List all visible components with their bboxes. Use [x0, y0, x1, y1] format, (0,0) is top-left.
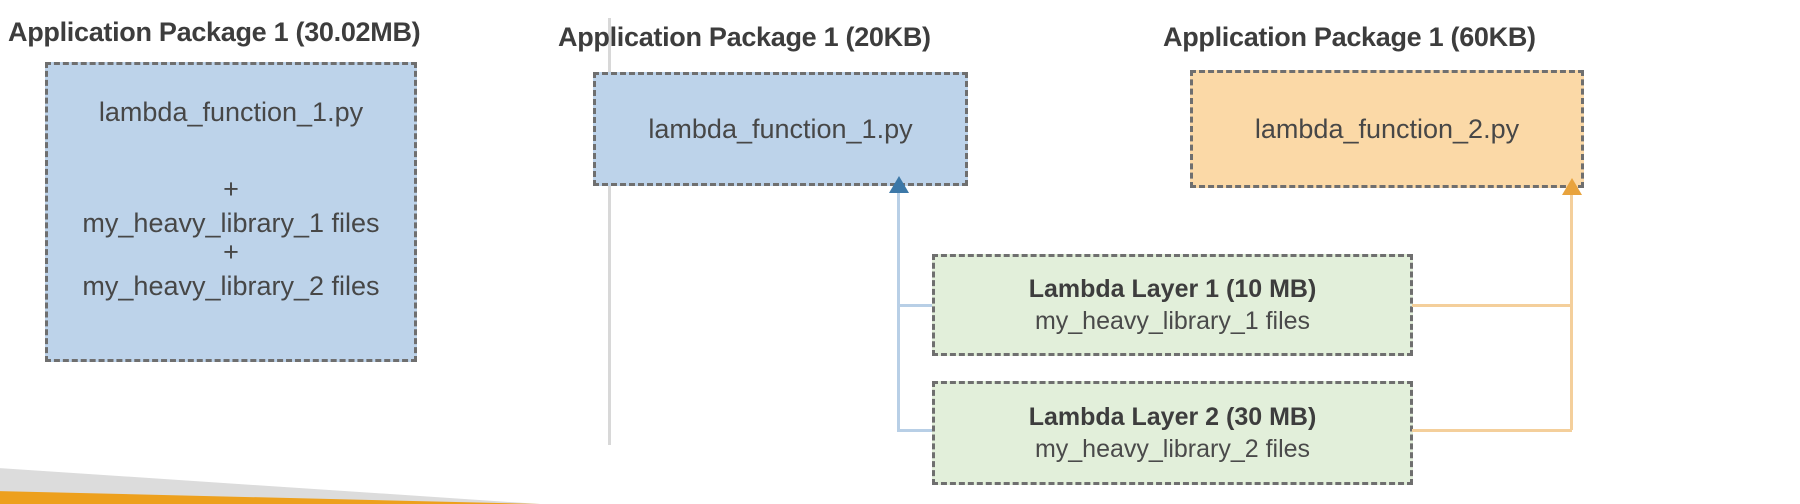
blue-connector-trunk: [897, 192, 900, 430]
lambda-layer-1-title: Lambda Layer 1 (10 MB): [1028, 274, 1317, 303]
lambda-layer-2-box: Lambda Layer 2 (30 MB) my_heavy_library_…: [932, 381, 1413, 485]
package-heading-middle: Application Package 1 (20KB): [558, 22, 931, 52]
lambda-layer-1-subtitle: my_heavy_library_1 files: [1034, 307, 1311, 335]
orange-connector-branch-layer-2: [1412, 429, 1572, 432]
lambda-function-1-filename-slim: lambda_function_1.py: [648, 113, 913, 144]
plus-separator-1: +: [223, 173, 239, 204]
blue-arrow-icon: [889, 176, 909, 193]
lambda-function-2-filename: lambda_function_2.py: [1254, 113, 1520, 144]
application-package-1-slim-box: lambda_function_1.py: [593, 72, 968, 186]
lambda-function-1-filename: lambda_function_1.py: [98, 97, 364, 127]
application-package-1-second-function-box: lambda_function_2.py: [1190, 70, 1584, 188]
plus-separator-2: +: [223, 236, 239, 267]
library-1-label: my_heavy_library_1 files: [82, 207, 380, 238]
lambda-layer-2-subtitle: my_heavy_library_2 files: [1034, 435, 1311, 463]
lambda-layer-2-title: Lambda Layer 2 (30 MB): [1028, 402, 1317, 431]
orange-connector-branch-layer-1: [1412, 304, 1572, 307]
vertical-divider: [608, 18, 611, 445]
orange-connector-trunk: [1570, 194, 1573, 430]
library-2-label: my_heavy_library_2 files: [82, 270, 380, 301]
lambda-layer-1-box: Lambda Layer 1 (10 MB) my_heavy_library_…: [932, 254, 1413, 356]
package-heading-left: Application Package 1 (30.02MB): [8, 17, 421, 47]
orange-arrow-icon: [1562, 178, 1582, 195]
blue-connector-branch-layer-1: [897, 304, 935, 307]
package-heading-right: Application Package 1 (60KB): [1163, 22, 1536, 52]
blue-connector-branch-layer-2: [897, 429, 935, 432]
application-package-1-monolith-box: lambda_function_1.py + my_heavy_library_…: [45, 62, 417, 362]
